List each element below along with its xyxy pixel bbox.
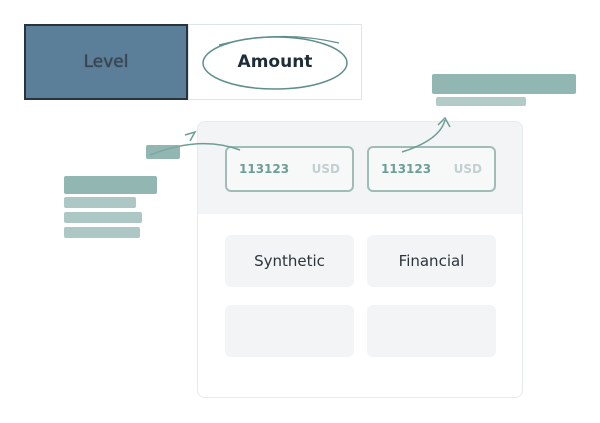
tab-amount[interactable]: Amount [188,24,362,100]
annotation-blur-mark [436,97,526,106]
annotation-blur-mark [146,145,180,159]
annotation-blur-mark [64,176,157,194]
amount-unit-1: USD [311,162,340,176]
annotation-blur-mark [432,74,576,94]
amount-value-2: 113123 [381,162,432,176]
annotation-blur-mark [64,227,140,238]
tab-amount-label: Amount [237,52,313,72]
tab-level-label: Level [83,52,129,72]
tab-level[interactable]: Level [24,24,188,100]
option-label: Synthetic [254,252,325,270]
amount-unit-2: USD [453,162,482,176]
option-empty-2[interactable] [367,305,496,357]
tab-bar: Level Amount [24,24,362,102]
amount-field-1[interactable]: 113123 USD [225,146,354,192]
amount-field-2[interactable]: 113123 USD [367,146,496,192]
option-label: Financial [398,252,465,270]
annotation-blur-mark [64,212,142,223]
arrow-right-icon [401,119,446,153]
option-synthetic[interactable]: Synthetic [225,235,354,287]
annotation-blur-mark [64,197,136,208]
amount-panel: 113123 USD 113123 USD Synthetic Financia… [197,121,523,398]
option-empty-1[interactable] [225,305,354,357]
option-financial[interactable]: Financial [367,235,496,287]
highlight-circle-icon [202,35,348,90]
amount-value-1: 113123 [239,162,290,176]
